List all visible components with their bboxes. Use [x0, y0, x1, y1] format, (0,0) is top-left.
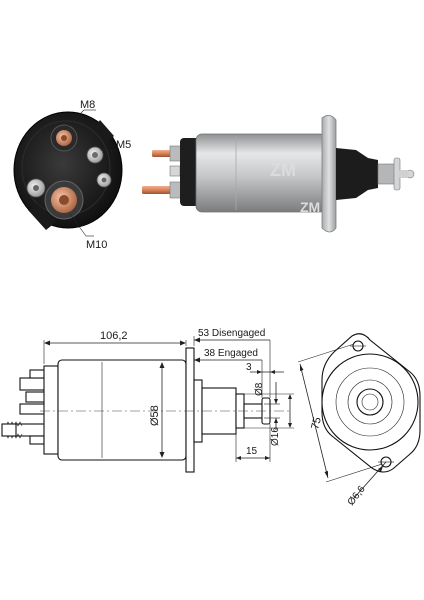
flange-outline — [185, 347, 195, 473]
dim-engaged: 38 Engaged — [204, 348, 258, 359]
m8-terminal — [50, 124, 78, 152]
dim-flange-span: 75 — [309, 416, 324, 431]
aux-terminal — [96, 172, 112, 188]
dim-shaft-dia: Ø8 — [254, 382, 265, 396]
dim-nose-len: 15 — [246, 446, 258, 457]
dim-hole-dia: Ø6,6 — [346, 484, 368, 508]
mounting-flange — [321, 115, 337, 233]
m8-label: M8 — [80, 99, 95, 111]
technical-side-view: 106,2 53 Disengaged 38 Engaged 3 Ø8 Ø16 — [1, 328, 294, 473]
terminal-block-top — [19, 377, 47, 391]
plunger — [377, 163, 397, 185]
m5-label: M5 — [116, 139, 131, 151]
cap-outline — [43, 365, 59, 455]
watermark-text-2: ZM — [300, 199, 320, 215]
body-outline — [57, 359, 187, 461]
watermark-text: ZM — [270, 160, 296, 180]
terminal-block-bottom — [13, 423, 47, 437]
dim-disengaged: 53 Disengaged — [198, 328, 265, 339]
dim-length: 106,2 — [100, 330, 128, 342]
end-view-photo: M8 M5 M10 — [13, 99, 131, 251]
m10-label: M10 — [86, 239, 107, 251]
technical-front-view: 75 Ø6,6 — [297, 333, 421, 508]
dim-nose-dia: Ø16 — [270, 427, 281, 446]
m10-terminal — [44, 180, 84, 220]
dim-body-dia: Ø58 — [149, 405, 161, 426]
aux-terminal-left — [26, 178, 46, 198]
dim-gap: 3 — [246, 362, 252, 373]
m5-terminal — [86, 146, 104, 164]
rubber-boot — [336, 148, 378, 200]
side-view-photo: ZM ZM — [142, 115, 415, 233]
